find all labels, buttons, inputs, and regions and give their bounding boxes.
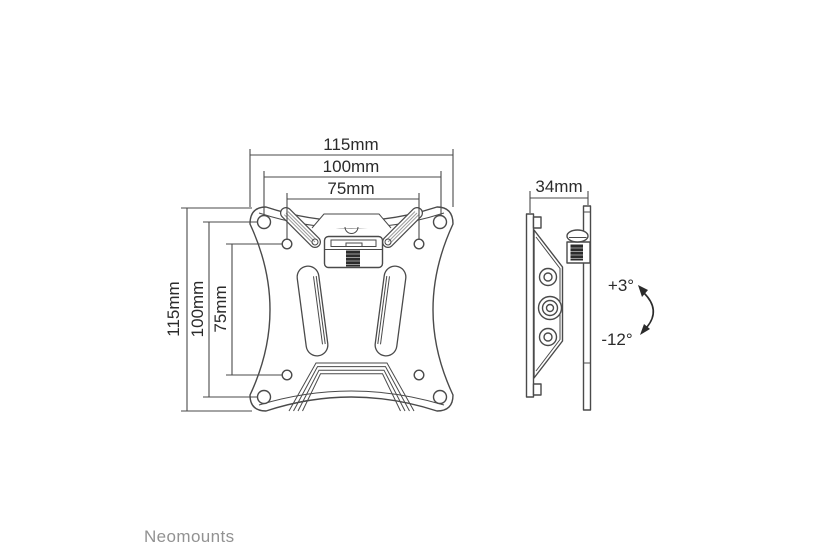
tilt-arrowhead-up <box>638 285 648 297</box>
top-tab-bump <box>344 226 359 234</box>
tilt-arrowhead-down <box>640 324 650 335</box>
corner-hole-top-left <box>256 214 272 230</box>
top-tab <box>311 213 392 229</box>
dim-label-width-100mm: 100mm <box>323 157 380 176</box>
front-view: 115mm 100mm 75mm 115mm 100mm <box>164 135 454 412</box>
dim-width-115mm: 115mm <box>249 135 454 207</box>
corner-hole-top-right <box>432 214 448 230</box>
dim-label-width-115mm: 115mm <box>323 135 378 154</box>
dim-width-75mm: 75mm <box>286 179 420 239</box>
bottom-chevron-rib <box>288 362 415 412</box>
wall-plate-profile <box>525 213 535 398</box>
vesa75-hole-top-left <box>281 238 293 250</box>
top-right-rib <box>382 207 423 248</box>
middle-left-rib <box>296 265 329 357</box>
vesa-holes <box>256 214 448 405</box>
locking-thumbscrew <box>566 229 591 264</box>
bottom-inner-curve <box>258 390 445 406</box>
monitor-plate-profile <box>582 205 592 411</box>
dim-depth-34mm: 34mm <box>529 177 589 213</box>
dim-height-75mm: 75mm <box>211 243 282 376</box>
thumbscrew-head <box>566 229 589 243</box>
wall-plate-bottom-tab <box>532 383 542 396</box>
tilt-up-label: +3° <box>608 276 634 295</box>
corner-hole-bottom-right <box>432 389 448 405</box>
dim-height-115mm: 115mm <box>164 207 252 412</box>
vesa75-hole-bottom-left <box>281 369 293 381</box>
bracket-screws <box>537 267 563 347</box>
dim-label-height-75mm: 75mm <box>211 285 230 332</box>
latch-assembly <box>323 235 384 269</box>
side-view: 34mm +3° -12° <box>525 177 655 411</box>
dim-label-width-75mm: 75mm <box>327 179 374 198</box>
dim-label-height-100mm: 100mm <box>188 281 207 338</box>
dim-label-depth-34mm: 34mm <box>535 177 582 196</box>
dim-label-height-115mm: 115mm <box>164 281 183 336</box>
middle-right-rib <box>374 265 407 357</box>
tilt-indicator: +3° -12° <box>601 276 655 349</box>
top-left-rib <box>280 207 321 248</box>
corner-hole-bottom-left <box>256 389 272 405</box>
top-tab-mask <box>312 214 391 228</box>
brand-logo-text: Neomounts <box>144 527 235 546</box>
vesa75-hole-top-right <box>413 238 425 250</box>
tilt-down-label: -12° <box>601 330 632 349</box>
latch-top-step <box>345 242 363 247</box>
dim-width-100mm: 100mm <box>263 157 442 216</box>
dim-height-100mm: 100mm <box>188 221 257 398</box>
tilt-arrow-arc <box>643 292 655 328</box>
wall-plate-top-tab <box>532 216 542 229</box>
vesa75-hole-bottom-right <box>413 369 425 381</box>
